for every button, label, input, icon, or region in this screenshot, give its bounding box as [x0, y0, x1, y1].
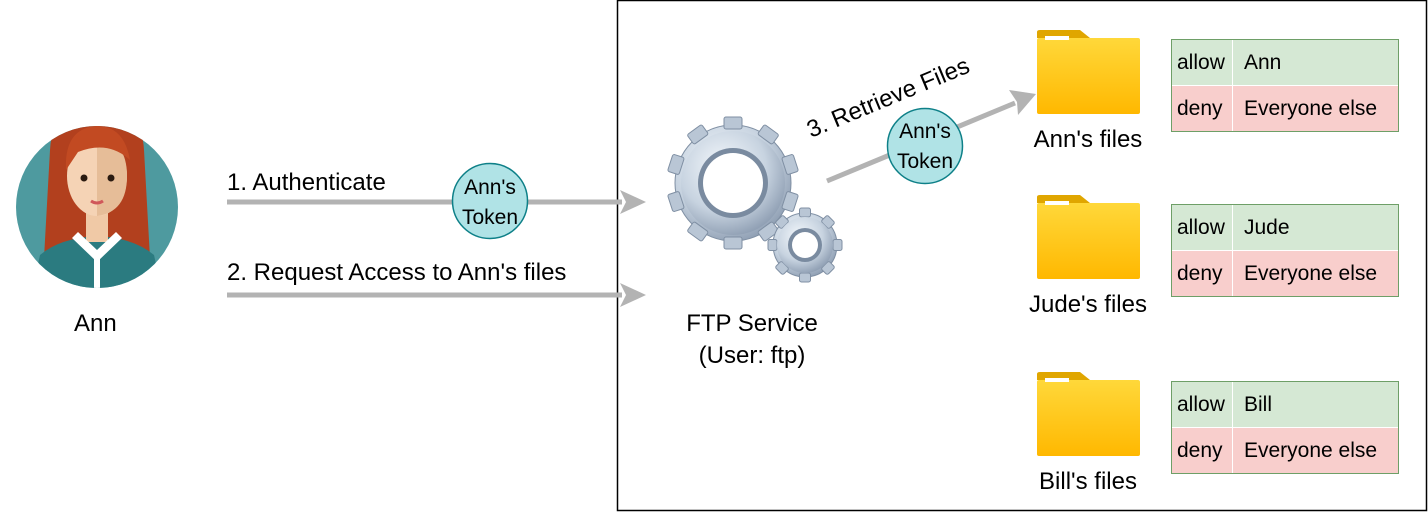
acl-rule: allow	[1172, 40, 1233, 85]
acl-principal: Everyone else	[1244, 438, 1378, 462]
retrieve-token-line1: Ann's	[899, 120, 951, 143]
gear-tooth	[821, 215, 835, 229]
acl-rule: deny	[1172, 86, 1233, 131]
acl-row-deny: deny Everyone else	[1172, 250, 1398, 296]
gear-tooth	[781, 154, 799, 175]
acl-row-deny: deny Everyone else	[1172, 427, 1398, 473]
gear-tooth	[781, 191, 799, 212]
gear-tooth	[687, 221, 709, 242]
acl-rule: allow	[1172, 382, 1233, 427]
acl-principal: Bill	[1244, 392, 1273, 416]
service-name-label: FTP Service	[686, 310, 818, 337]
gear-tooth	[821, 261, 835, 275]
bills-files-label: Bill's files	[1039, 468, 1137, 495]
gear-tooth	[757, 221, 779, 242]
acl-rule: deny	[1172, 428, 1233, 473]
authenticate-arrow	[227, 190, 646, 214]
gear-tooth	[667, 191, 685, 212]
ann-avatar	[16, 126, 178, 288]
acl-principal: Ann	[1244, 50, 1282, 74]
judes-acl-table: allow Jude deny Everyone else	[1171, 204, 1399, 297]
authenticate-label: 1. Authenticate	[227, 169, 386, 196]
request-access-arrow	[227, 283, 646, 307]
acl-row-allow: allow Ann	[1172, 40, 1398, 85]
acl-principal: Everyone else	[1244, 96, 1378, 120]
anns-acl-table: allow Ann deny Everyone else	[1171, 39, 1399, 132]
acl-row-allow: allow Bill	[1172, 382, 1398, 427]
acl-row-deny: deny Everyone else	[1172, 85, 1398, 131]
acl-rule: allow	[1172, 205, 1233, 250]
request-access-label: 2. Request Access to Ann's files	[227, 259, 567, 286]
gear-tooth	[799, 272, 811, 283]
anns-folder-icon	[1037, 30, 1140, 114]
gear-tooth	[799, 207, 811, 218]
ftp-server-boundary	[616, 0, 1428, 512]
acl-row-allow: allow Jude	[1172, 205, 1398, 250]
gear-tooth	[775, 215, 789, 229]
judes-files-label: Jude's files	[1029, 291, 1147, 318]
bills-acl-table: allow Bill deny Everyone else	[1171, 381, 1399, 474]
acl-rule: deny	[1172, 251, 1233, 296]
gear-tooth	[723, 236, 743, 250]
user-name-label: Ann	[74, 310, 117, 337]
auth-token: Ann's Token	[451, 162, 529, 240]
retrieve-token: Ann's Token	[886, 107, 964, 185]
auth-token-line1: Ann's	[464, 176, 516, 199]
gear-tooth	[667, 154, 685, 175]
gear-tooth	[757, 124, 779, 145]
service-user-label: (User: ftp)	[698, 342, 806, 369]
retrieve-token-line2: Token	[897, 150, 953, 173]
gear-tooth	[767, 239, 778, 251]
judes-folder-icon	[1037, 195, 1140, 279]
gear-tooth	[832, 239, 843, 251]
bills-folder-icon	[1037, 372, 1140, 456]
acl-principal: Jude	[1244, 215, 1290, 239]
gear-tooth	[687, 124, 709, 145]
anns-files-label: Ann's files	[1033, 126, 1143, 153]
auth-token-line2: Token	[462, 206, 518, 229]
acl-principal: Everyone else	[1244, 261, 1378, 285]
gear-tooth	[723, 116, 743, 130]
gears-icon	[667, 116, 843, 283]
gear-tooth	[775, 261, 789, 275]
